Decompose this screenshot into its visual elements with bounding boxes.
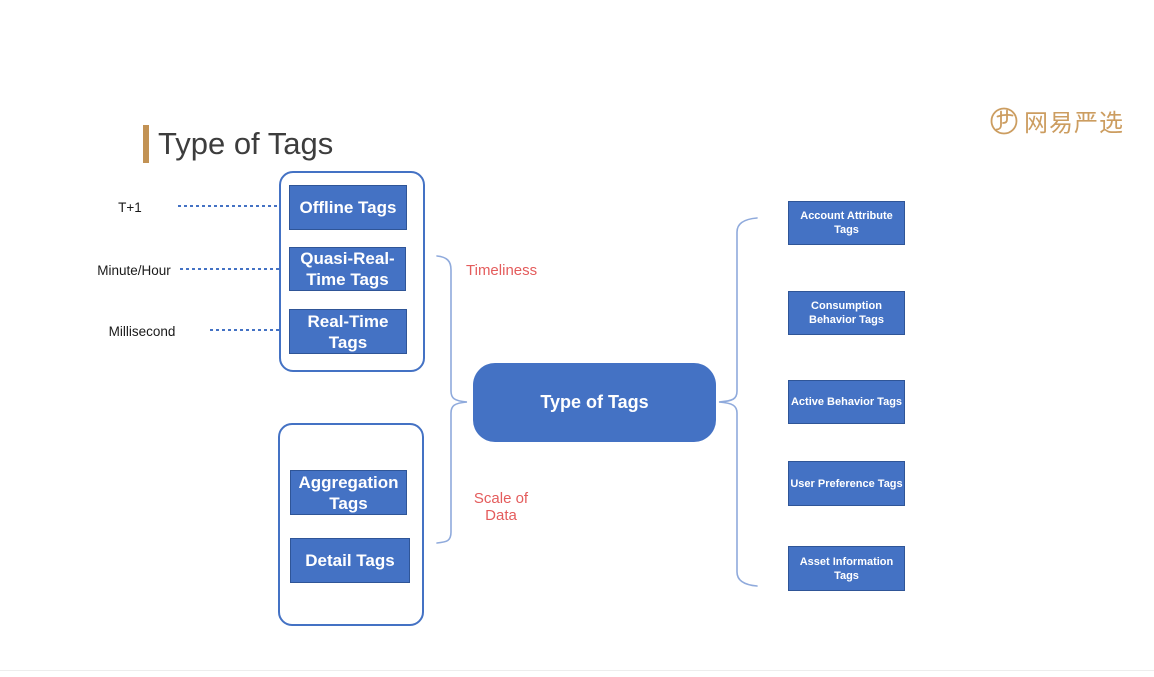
brand-name: 网易严选: [1024, 110, 1124, 137]
timing-label-t1: T+1: [118, 200, 142, 215]
node-aggregation-tags: Aggregation Tags: [290, 470, 407, 515]
brand-logo: 网易严选: [988, 103, 1124, 138]
timing-label-millisecond: Millisecond: [108, 324, 176, 339]
root-node-type-of-tags: Type of Tags: [473, 363, 716, 442]
node-user-preference-tags: User Preference Tags: [788, 461, 905, 506]
annotation-timeliness: Timeliness: [466, 262, 538, 279]
annotation-scale-of-data: Scale of Data: [473, 490, 529, 524]
timing-label-minute-hour: Minute/Hour: [97, 263, 171, 278]
node-quasi-real-time-tags: Quasi-Real- Time Tags: [289, 247, 406, 291]
title-accent-bar: [143, 125, 149, 163]
dashed-connector-t1: [178, 205, 286, 207]
node-active-behavior-tags: Active Behavior Tags: [788, 380, 905, 424]
netease-yanxuan-logo-icon: [988, 105, 1020, 137]
node-offline-tags: Offline Tags: [289, 185, 407, 230]
dashed-connector-minute-hour: [180, 268, 286, 270]
right-brace-connector: [718, 217, 758, 587]
node-consumption-behavior-tags: Consumption Behavior Tags: [788, 291, 905, 335]
slide-bottom-divider: [0, 670, 1154, 671]
node-real-time-tags: Real-Time Tags: [289, 309, 407, 354]
node-account-attribute-tags: Account Attribute Tags: [788, 201, 905, 245]
scale-group-container: [278, 423, 424, 626]
node-detail-tags: Detail Tags: [290, 538, 410, 583]
dashed-connector-millisecond: [210, 329, 286, 331]
page-title: Type of Tags: [158, 126, 334, 161]
node-asset-information-tags: Asset Information Tags: [788, 546, 905, 591]
